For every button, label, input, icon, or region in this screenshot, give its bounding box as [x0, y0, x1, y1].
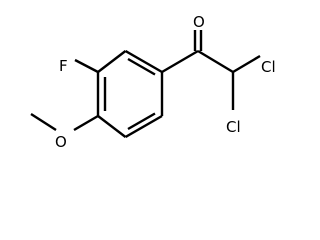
ring-bond-top-left [124, 49, 163, 74]
molecule-drawing: O Cl Cl F O [30, 13, 276, 151]
ring-bond-bottom-right-inner [127, 112, 156, 131]
carbonyl-chcl2-bond [197, 49, 234, 74]
o-ch3-bond [30, 112, 57, 132]
c-o-methoxy-bond [73, 114, 99, 132]
ring-bond-top-left-inner [127, 57, 156, 76]
c-f-bond [74, 58, 99, 74]
chlorine-upper-label: Cl [261, 58, 276, 76]
methoxy-oxygen-label: O [55, 133, 67, 151]
c-cl-upper-bond [232, 54, 261, 74]
ring-carbonyl-bond [161, 49, 199, 74]
ring-bond-bottom-right [124, 114, 163, 139]
benzene-ring [96, 49, 164, 139]
ring-bond-upper-left [97, 50, 127, 73]
fluorine-label: F [59, 57, 68, 75]
structure-diagram: O Cl Cl F O [30, 13, 276, 151]
carbonyl-oxygen-label: O [193, 13, 205, 31]
chlorine-lower-label: Cl [226, 118, 241, 136]
ring-bond-bottom-left [97, 115, 127, 138]
